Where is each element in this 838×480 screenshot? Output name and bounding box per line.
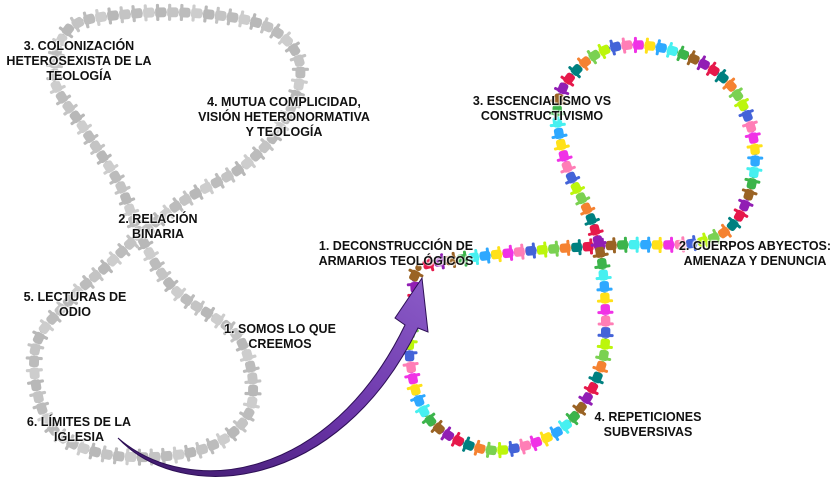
gray-person (123, 233, 141, 250)
right-label-4: 4. REPETICIONES SUBVERSIVAS (594, 410, 702, 439)
left-label-2: 2. RELACIÓN BINARIA (118, 212, 198, 241)
left-label-3: 3. COLONIZACIÓN HETEROSEXISTA DE LA TEOL… (6, 39, 152, 83)
left-label-1: 1. SOMOS LO QUE CREEMOS (224, 322, 336, 351)
color-person (408, 264, 424, 282)
left-label-5: 5. LECTURAS DE ODIO (23, 290, 127, 319)
right-label-2: 2. CUERPOS ABYECTOS: AMENAZA Y DENUNCIA (678, 239, 832, 268)
left-label-4: 4. MUTUA COMPLICIDAD, VISIÓN HETERONORMA… (198, 95, 370, 139)
gray-people-figure-eight (25, 3, 309, 466)
right-label-1: 1. DECONSTRUCCIÓN DE ARMARIOS TEOLÓGICOS (318, 239, 474, 268)
curved-arrow (117, 276, 429, 477)
rainbow-people-loop (401, 36, 764, 459)
right-label-3: 3. ESCENCIALISMO VS CONSTRUCTIVISMO (472, 94, 612, 123)
left-label-6: 6. LÍMITES DE LA IGLESIA (26, 415, 132, 444)
